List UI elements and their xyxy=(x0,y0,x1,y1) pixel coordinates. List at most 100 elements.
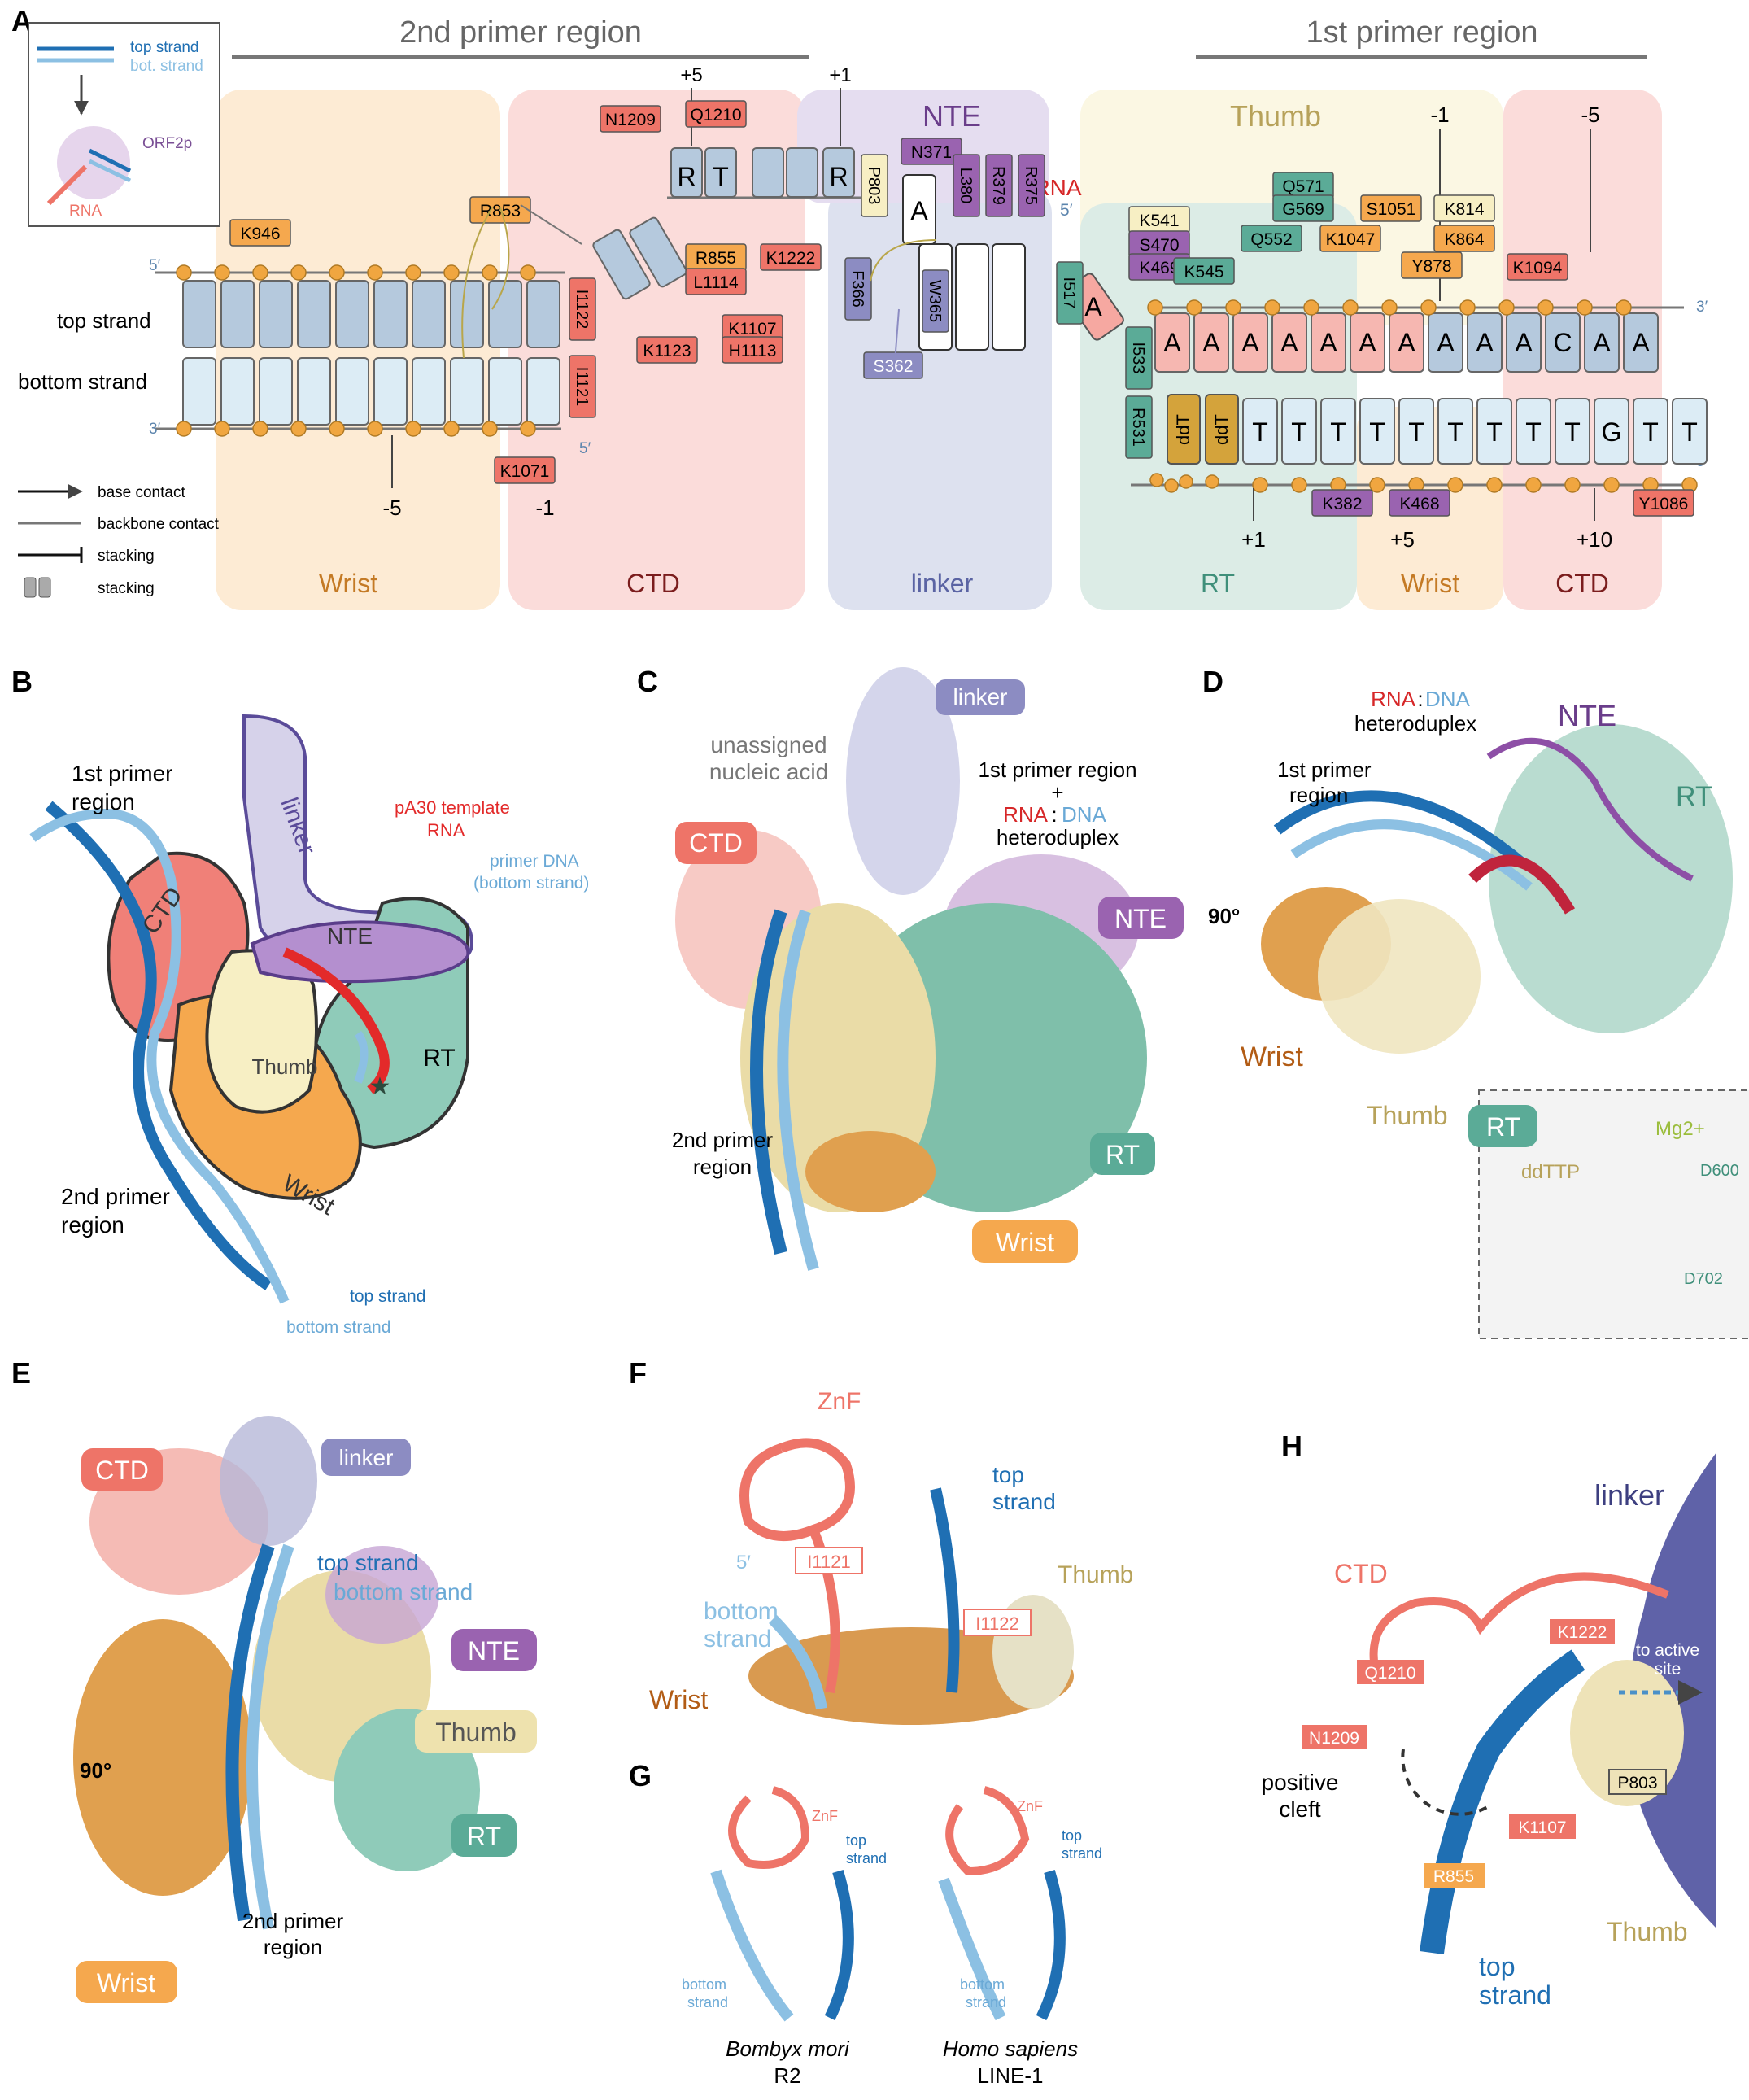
right-top-base: A xyxy=(1437,328,1455,357)
panel-e-structure xyxy=(73,1416,480,1930)
c-ctd-label: CTD xyxy=(689,828,743,858)
wrist2-domain-label: Wrist xyxy=(1401,569,1459,598)
inset-orf2p-label: ORF2p xyxy=(142,135,192,152)
right-bottom-base: T xyxy=(1330,417,1346,447)
residue-n371: N371 xyxy=(911,143,952,162)
residue-r375: R375 xyxy=(1022,166,1040,205)
residue-r379: R379 xyxy=(989,166,1007,205)
left-bottom-nt xyxy=(220,357,255,426)
c-primer1-l2: + xyxy=(1051,780,1063,805)
right-bottom-base: T xyxy=(1252,417,1268,447)
f-thumb: Thumb xyxy=(1058,1561,1133,1588)
b-bottom-strand xyxy=(29,808,290,1304)
residue-k864: K864 xyxy=(1444,230,1484,249)
rna-flip-A: A xyxy=(1084,292,1102,321)
d-primer1-l2: region xyxy=(1289,783,1348,807)
b-bottom-label: bottom strand xyxy=(286,1318,390,1337)
left-top-nt xyxy=(373,280,408,348)
residue-h1113-tag xyxy=(722,336,783,364)
bottom-strand-label: bottom strand xyxy=(18,369,147,394)
e-nte-label: NTE xyxy=(468,1636,520,1666)
e-wrist-tag xyxy=(76,1961,177,2003)
right-bottom-base: T xyxy=(1681,417,1698,447)
phosphate xyxy=(1603,477,1620,493)
h-active-l2: site xyxy=(1655,1660,1681,1679)
right-top-nt xyxy=(1271,312,1307,373)
residue-k1222-tag xyxy=(760,243,822,271)
b-primer1-l1: 1st primer xyxy=(72,761,172,786)
right-top-nt xyxy=(1623,312,1659,373)
panel-g-structures xyxy=(710,1786,1066,2022)
g-top2-l2: strand xyxy=(1062,1845,1102,1862)
b-template-rna xyxy=(282,947,390,1094)
f-top-l2: strand xyxy=(992,1489,1056,1514)
base-T1: T xyxy=(713,162,729,191)
residue-q571: Q571 xyxy=(1282,177,1324,196)
c-nte-label: NTE xyxy=(1114,904,1167,933)
d-thumb-label: Thumb xyxy=(1367,1101,1448,1130)
e-top-label: top strand xyxy=(317,1550,419,1575)
e-nte-tag xyxy=(451,1629,537,1671)
pos-p5: +5 xyxy=(680,64,702,86)
inset-rna-label: RNA xyxy=(69,203,102,220)
h-cleft-l2: cleft xyxy=(1279,1797,1321,1822)
d-inset-mg: Mg2+ xyxy=(1655,1118,1705,1140)
phosphate xyxy=(1303,299,1319,316)
panel-h-structure xyxy=(1369,1452,1716,1954)
panel-label-g: G xyxy=(629,1759,652,1792)
residue-n1209: N1209 xyxy=(605,111,656,129)
residue-r855: R855 xyxy=(696,249,736,268)
panel-f-structure xyxy=(739,1438,1074,1725)
wrist-region-bg xyxy=(216,90,500,610)
d-inset-d702: D702 xyxy=(1684,1270,1723,1288)
phosphate xyxy=(1381,299,1398,316)
d-rot-label: 90° xyxy=(1208,904,1240,928)
right-bottom-base: T xyxy=(1525,417,1542,447)
g-znf-1: ZnF xyxy=(812,1808,838,1824)
residue-y1086: Y1086 xyxy=(1639,495,1689,513)
residue-k382-tag xyxy=(1311,489,1373,517)
left-bottom-nt xyxy=(335,357,369,426)
d-rna: RNA xyxy=(1371,687,1416,711)
h-p803-tag xyxy=(1608,1769,1667,1795)
panel-label-h: H xyxy=(1281,1430,1302,1463)
right-top-nt xyxy=(1350,312,1385,373)
phosphate xyxy=(1252,477,1268,493)
d-inset-rt-tag xyxy=(1468,1105,1537,1147)
b-primer1-l2: region xyxy=(72,789,135,814)
right-top-nt xyxy=(1584,312,1620,373)
ddt-1: ddT xyxy=(1173,414,1193,445)
h-ctd: CTD xyxy=(1334,1559,1388,1588)
right-bottom-base: T xyxy=(1486,417,1503,447)
pos-p1: +1 xyxy=(829,64,851,86)
f-wrist: Wrist xyxy=(649,1685,708,1714)
right-top-nt xyxy=(1545,312,1581,373)
inset-bot-label: bot. strand xyxy=(130,58,203,75)
inset-top-label: top strand xyxy=(130,39,199,56)
svg-text::: : xyxy=(1051,802,1057,827)
h-k1222-tag xyxy=(1550,1619,1615,1644)
d-inset-rt: RT xyxy=(1486,1112,1520,1142)
right-top-nt xyxy=(1232,312,1268,373)
left-top-nt xyxy=(488,280,522,348)
phosphate xyxy=(214,264,230,281)
left-bottom-nt xyxy=(488,357,522,426)
phosphate xyxy=(1147,299,1163,316)
pos-bp10: +10 xyxy=(1577,527,1612,552)
residue-k946: K946 xyxy=(240,225,280,243)
panel-d-structure xyxy=(1261,724,1733,1054)
residue-f366: F366 xyxy=(848,270,866,308)
residue-q1210: Q1210 xyxy=(690,106,741,124)
h-k1107-tag xyxy=(1509,1814,1576,1839)
right-bottom-nt xyxy=(1633,398,1668,465)
residue-k545-tag xyxy=(1173,257,1235,285)
phosphate xyxy=(405,421,421,437)
h-top-l2: strand xyxy=(1479,1980,1551,2010)
legend-stacking-1: stacking xyxy=(98,548,155,565)
residue-k814: K814 xyxy=(1444,200,1484,219)
residue-k468: K468 xyxy=(1399,495,1439,513)
right-top-base: A xyxy=(1280,328,1298,357)
pos-bm5: -5 xyxy=(382,496,401,520)
residue-k468-tag xyxy=(1389,489,1450,517)
